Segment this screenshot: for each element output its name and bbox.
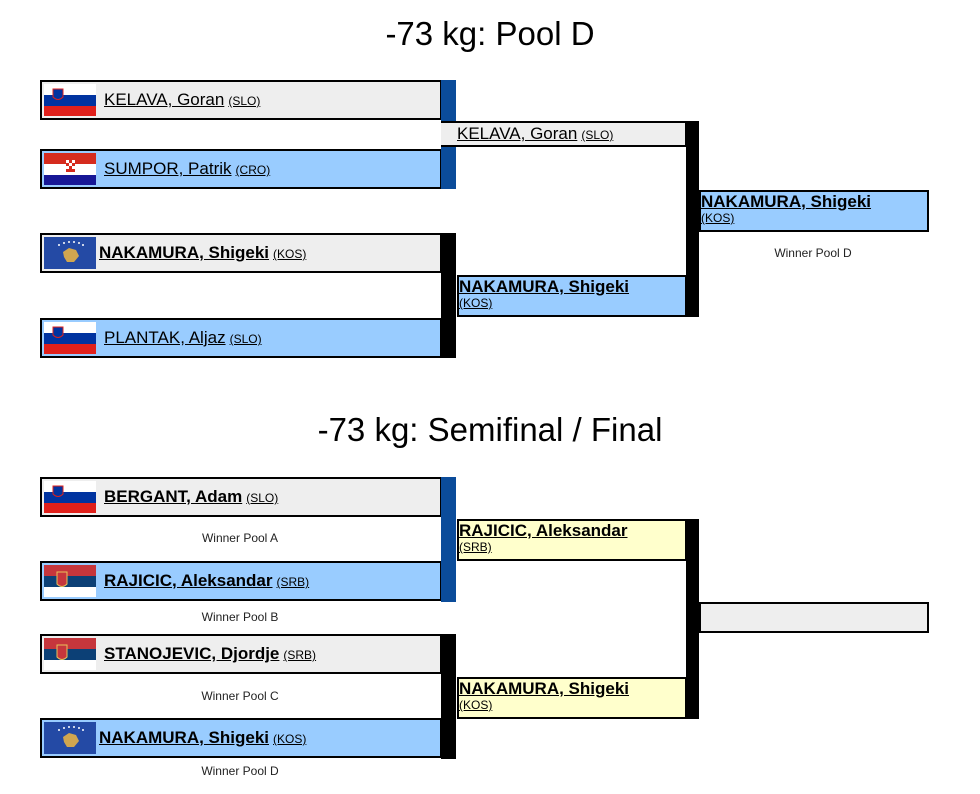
pool-d-r2-athlete-1[interactable]: KELAVA, Goran(SLO) (441, 121, 687, 147)
pool-d-r1-athlete-2[interactable]: SUMPOR, Patrik(CRO) (40, 149, 442, 189)
winner-caption: Winner Pool A (201, 531, 279, 545)
country-code[interactable]: (SLO) (228, 94, 261, 108)
flag-kosovo-icon (44, 237, 96, 269)
flag-serbia-icon (44, 638, 96, 670)
country-code[interactable]: (SLO) (581, 128, 614, 142)
athlete-name[interactable]: PLANTAK, Aljaz (104, 328, 226, 347)
winner-caption: Winner Pool D (201, 764, 279, 778)
country-code[interactable]: (KOS) (459, 698, 493, 712)
pool-d-r1-athlete-1[interactable]: KELAVA, Goran(SLO) (40, 80, 442, 120)
final-r2-athlete-2[interactable]: NAKAMURA, Shigeki(KOS) (457, 677, 687, 719)
match-bar-black (686, 519, 699, 719)
flag-serbia-icon (44, 565, 96, 597)
winner-caption: Winner Pool D (774, 246, 852, 260)
pool-d-winner[interactable]: NAKAMURA, Shigeki(KOS) (699, 190, 929, 232)
athlete-name[interactable]: NAKAMURA, Shigeki (459, 679, 630, 698)
athlete-name[interactable]: STANOJEVIC, Djordje (104, 644, 280, 663)
country-code[interactable]: (SRB) (276, 575, 310, 589)
flag-slovenia-icon (44, 481, 96, 513)
match-bar-blue (441, 477, 456, 602)
athlete-name[interactable]: NAKAMURA, Shigeki (701, 192, 872, 211)
athlete-name[interactable]: RAJICIC, Aleksandar (459, 521, 628, 540)
athlete-name[interactable]: NAKAMURA, Shigeki (99, 728, 270, 747)
country-code[interactable]: (KOS) (273, 732, 307, 746)
pool-d-r1-athlete-4[interactable]: PLANTAK, Aljaz(SLO) (40, 318, 442, 358)
country-code[interactable]: (SLO) (246, 491, 279, 505)
country-code[interactable]: (KOS) (273, 247, 307, 261)
athlete-name[interactable]: KELAVA, Goran (457, 124, 578, 143)
flag-kosovo-icon (44, 722, 96, 754)
country-code[interactable]: (KOS) (459, 296, 493, 310)
final-title: -73 kg: Semifinal / Final (317, 411, 663, 448)
flag-slovenia-icon (44, 84, 96, 116)
country-code[interactable]: (SLO) (229, 332, 262, 346)
country-code[interactable]: (SRB) (459, 540, 492, 554)
athlete-name[interactable]: NAKAMURA, Shigeki (99, 243, 270, 262)
athlete-name[interactable]: BERGANT, Adam (104, 487, 243, 506)
country-code[interactable]: (CRO) (235, 163, 271, 177)
country-code[interactable]: (KOS) (701, 211, 735, 225)
country-code[interactable]: (SRB) (283, 648, 317, 662)
final-winner-box[interactable] (699, 602, 929, 633)
final-r1-athlete-2[interactable]: RAJICIC, Aleksandar(SRB) (40, 561, 442, 601)
final-r1-athlete-3[interactable]: STANOJEVIC, Djordje(SRB) (40, 634, 442, 674)
winner-caption: Winner Pool B (201, 610, 279, 624)
pool-d-r2-athlete-2[interactable]: NAKAMURA, Shigeki(KOS) (457, 275, 687, 317)
winner-caption: Winner Pool C (201, 689, 279, 703)
flag-slovenia-icon (44, 322, 96, 354)
match-bar-black (441, 233, 456, 358)
match-bar-black (441, 634, 456, 759)
match-bar-black (686, 121, 699, 317)
pool-d-title: -73 kg: Pool D (385, 15, 595, 52)
flag-croatia-icon (44, 153, 96, 185)
final-r1-athlete-4[interactable]: NAKAMURA, Shigeki(KOS) (40, 718, 442, 758)
athlete-name[interactable]: SUMPOR, Patrik (104, 159, 232, 178)
pool-d-r1-athlete-3[interactable]: NAKAMURA, Shigeki(KOS) (40, 233, 442, 273)
athlete-name[interactable]: RAJICIC, Aleksandar (104, 571, 273, 590)
athlete-name[interactable]: KELAVA, Goran (104, 90, 225, 109)
final-r1-athlete-1[interactable]: BERGANT, Adam(SLO) (40, 477, 442, 517)
final-r2-athlete-1[interactable]: RAJICIC, Aleksandar(SRB) (457, 519, 687, 561)
athlete-name[interactable]: NAKAMURA, Shigeki (459, 277, 630, 296)
